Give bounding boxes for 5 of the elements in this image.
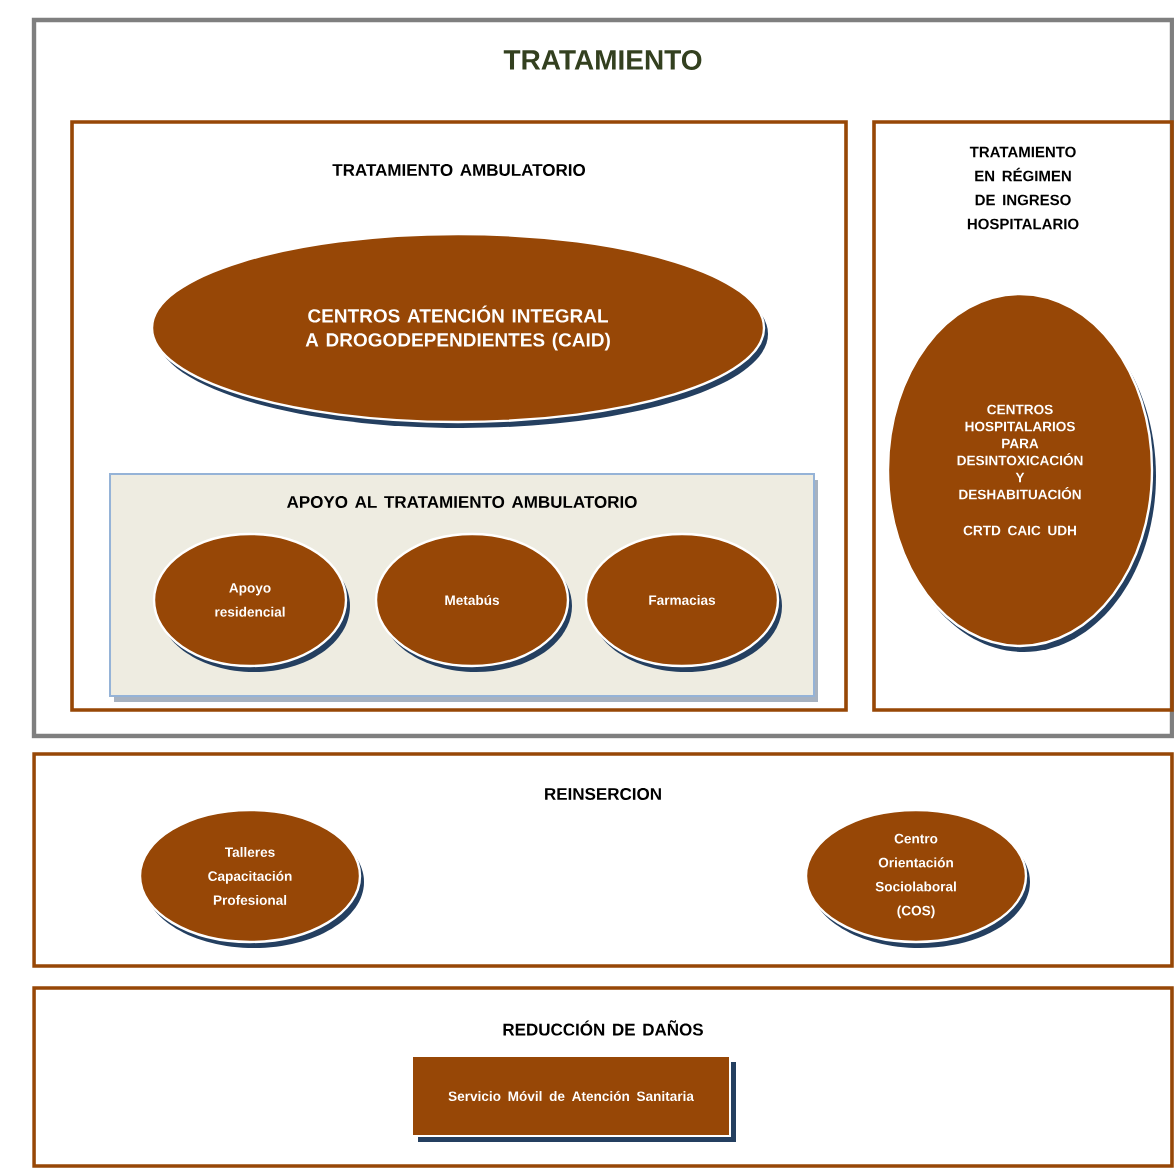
panel-title: REDUCCIÓN DE DAÑOS [503, 1020, 703, 1036]
panel-title: TRATAMIENTO [503, 50, 702, 70]
panel-title: REINSERCION [545, 787, 661, 800]
panel-title: TRATAMIENTO AMBULATORIO [332, 164, 586, 176]
ellipse-node: CENTROS ATENCIÓN INTEGRAL A DROGODEPENDIENTES (CAID) [150, 232, 768, 428]
